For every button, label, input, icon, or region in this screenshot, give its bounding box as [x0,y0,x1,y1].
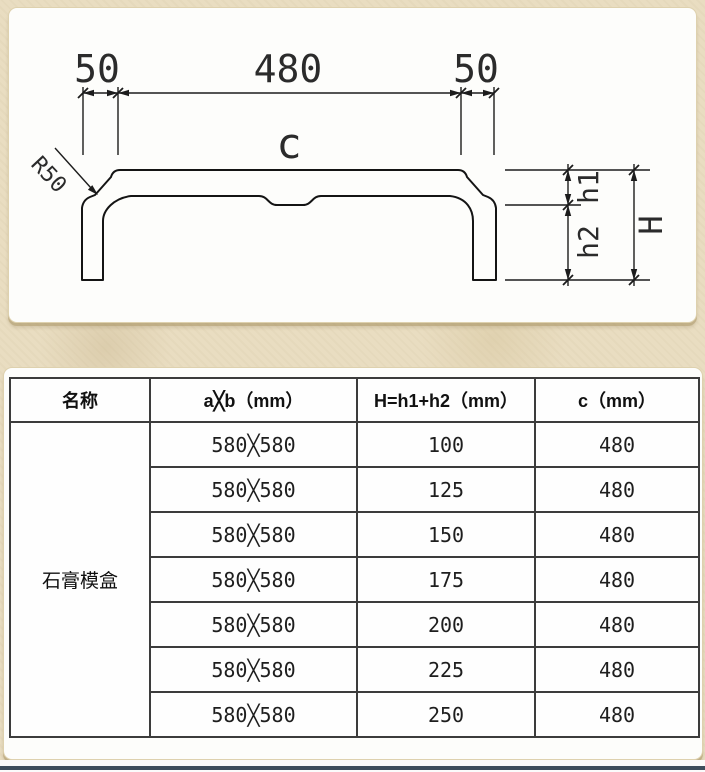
cell-c: 480 [534,511,700,558]
cell-c: 480 [534,556,700,603]
cell-axb: 580╳580 [149,421,358,468]
table-row: 580╳580 150 480 [10,511,700,558]
cell-axb: 580╳580 [149,646,358,693]
dim-H-label: H [632,215,670,234]
cell-c: 480 [534,691,700,738]
cell-c: 480 [534,421,700,468]
group-label-cell: 石膏模盒 [9,421,151,738]
cell-axb: 580╳580 [149,556,358,603]
table-row: 石膏模盒 580╳580 100 480 [9,421,700,738]
dim-top-left-label: 50 [74,47,120,91]
dim-h2-label: h2 [572,225,605,259]
section-drawing-panel: 50 480 50 c R50 h1 h2 H [8,7,697,323]
dim-h1-label: h1 [572,170,605,204]
cell-height: 225 [356,646,536,693]
mold-box-section-drawing: 50 480 50 c R50 h1 h2 H [26,47,670,286]
table-row: 580╳580 125 480 [10,466,700,513]
cell-axb: 580╳580 [149,466,358,513]
header-height: H=h1+h2（mm） [356,377,536,423]
table-row: 580╳580 175 480 [10,556,700,603]
header-c: c（mm） [534,377,700,423]
cell-height: 175 [356,556,536,603]
cell-height: 100 [356,421,536,468]
header-name: 名称 [9,377,151,423]
header-row: 名称 a╳b（mm） H=h1+h2（mm） c（mm） [9,377,700,423]
footer-dark-bar [0,766,705,770]
table-row: 580╳580 250 480 [10,691,700,738]
cell-axb: 580╳580 [149,601,358,648]
dim-top-center-label: 480 [254,47,323,91]
cell-height: 250 [356,691,536,738]
cell-height: 150 [356,511,536,558]
cell-height: 200 [356,601,536,648]
dim-c-label: c [276,119,301,168]
cell-height: 125 [356,466,536,513]
spec-table: 名称 a╳b（mm） H=h1+h2（mm） c（mm） 石膏模盒 580╳58… [9,377,700,738]
cell-c: 480 [534,646,700,693]
cell-c: 480 [534,601,700,648]
dimension-lines [54,87,650,286]
profile-outline [81,169,497,281]
dimension-arrowheads [83,89,638,280]
table-row: 580╳580 200 480 [10,601,700,648]
spec-table-panel: 名称 a╳b（mm） H=h1+h2（mm） c（mm） 石膏模盒 580╳58… [3,367,703,760]
dim-top-right-label: 50 [453,47,499,91]
header-axb: a╳b（mm） [149,377,358,423]
cell-c: 480 [534,466,700,513]
table-row: 580╳580 225 480 [10,646,700,693]
cell-axb: 580╳580 [149,691,358,738]
radius-leader-arrow [87,185,98,195]
cell-axb: 580╳580 [149,511,358,558]
